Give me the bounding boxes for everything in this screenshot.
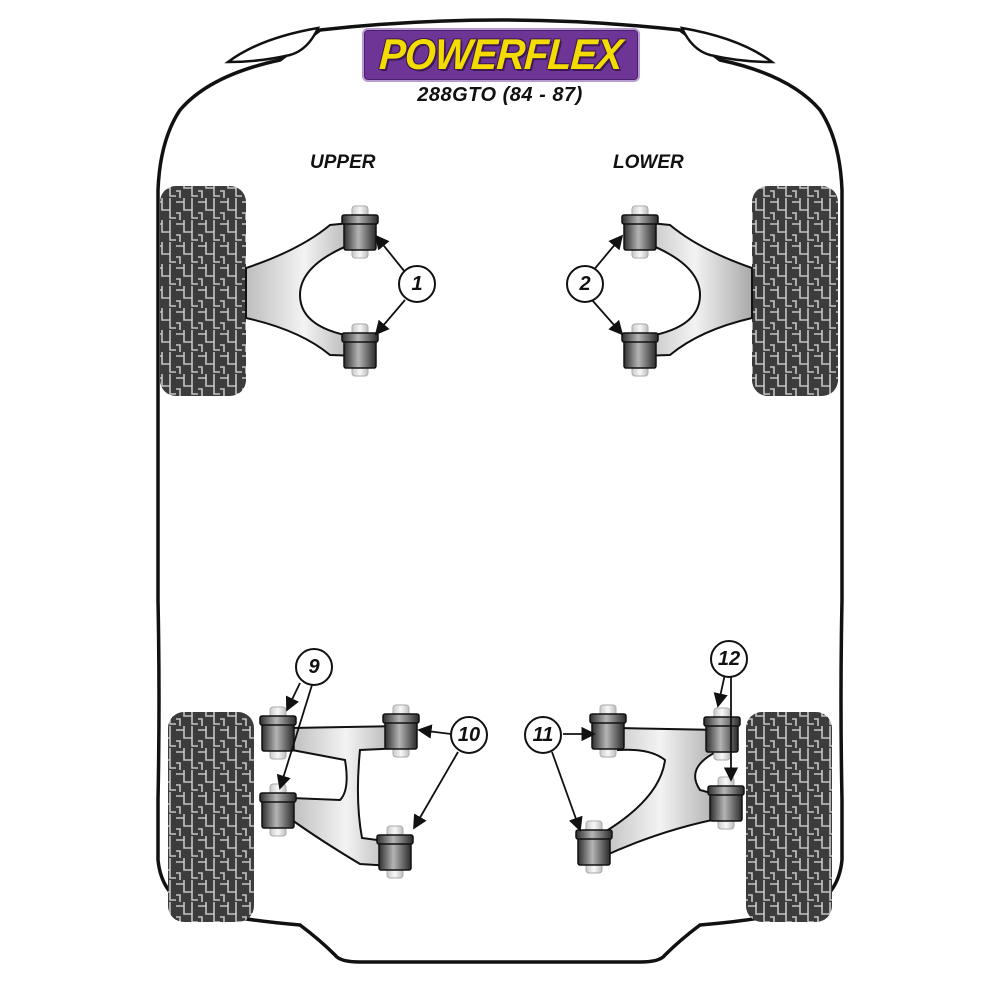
callout-10-label: 10	[457, 723, 481, 746]
callout-11-label: 11	[532, 723, 554, 746]
logo-text: POWERFLEX	[378, 30, 624, 79]
callout-9-label: 9	[308, 655, 320, 678]
callout-10[interactable]: 10	[450, 716, 488, 754]
headlight-left	[224, 26, 321, 64]
rear-left-arm	[259, 704, 420, 879]
tyre-rear-right	[746, 712, 832, 922]
model-title: 288GTO (84 - 87)	[417, 84, 583, 106]
bush-rear-right-12b	[707, 776, 745, 830]
tyre-front-left	[160, 186, 246, 396]
bush-rear-right-12a	[703, 707, 741, 761]
tyre-rear-left	[168, 712, 254, 922]
bush-rear-left-9b	[259, 783, 297, 837]
callout-12-label: 12	[717, 647, 741, 670]
bush-rear-left-10b	[376, 825, 414, 879]
callout-arrows	[276, 234, 739, 832]
callout-9[interactable]: 9	[295, 648, 333, 686]
section-label-lower: LOWER	[613, 152, 684, 173]
callout-12[interactable]: 12	[710, 640, 748, 678]
headlight-right	[679, 26, 776, 64]
powerflex-logo: POWERFLEX	[362, 28, 640, 82]
bush-front-upper-2	[341, 323, 379, 377]
bush-rear-right-11a	[589, 704, 627, 758]
callout-1[interactable]: 1	[398, 265, 436, 303]
section-label-upper: UPPER	[310, 152, 376, 173]
bush-rear-left-10a	[382, 704, 420, 758]
rear-right-arm	[575, 704, 745, 874]
bush-rear-right-11b	[575, 820, 613, 874]
front-lower-arm	[621, 205, 753, 377]
tyre-front-right	[752, 186, 838, 396]
bush-front-lower-2	[621, 323, 659, 377]
front-upper-arm	[245, 205, 379, 377]
callout-1-label: 1	[411, 272, 423, 295]
bush-front-lower-1	[621, 205, 659, 259]
callout-2[interactable]: 2	[566, 265, 604, 303]
car-body-outline	[156, 18, 844, 964]
callout-11[interactable]: 11	[524, 716, 562, 754]
callout-2-label: 2	[579, 272, 591, 295]
bush-front-upper-1	[341, 205, 379, 259]
